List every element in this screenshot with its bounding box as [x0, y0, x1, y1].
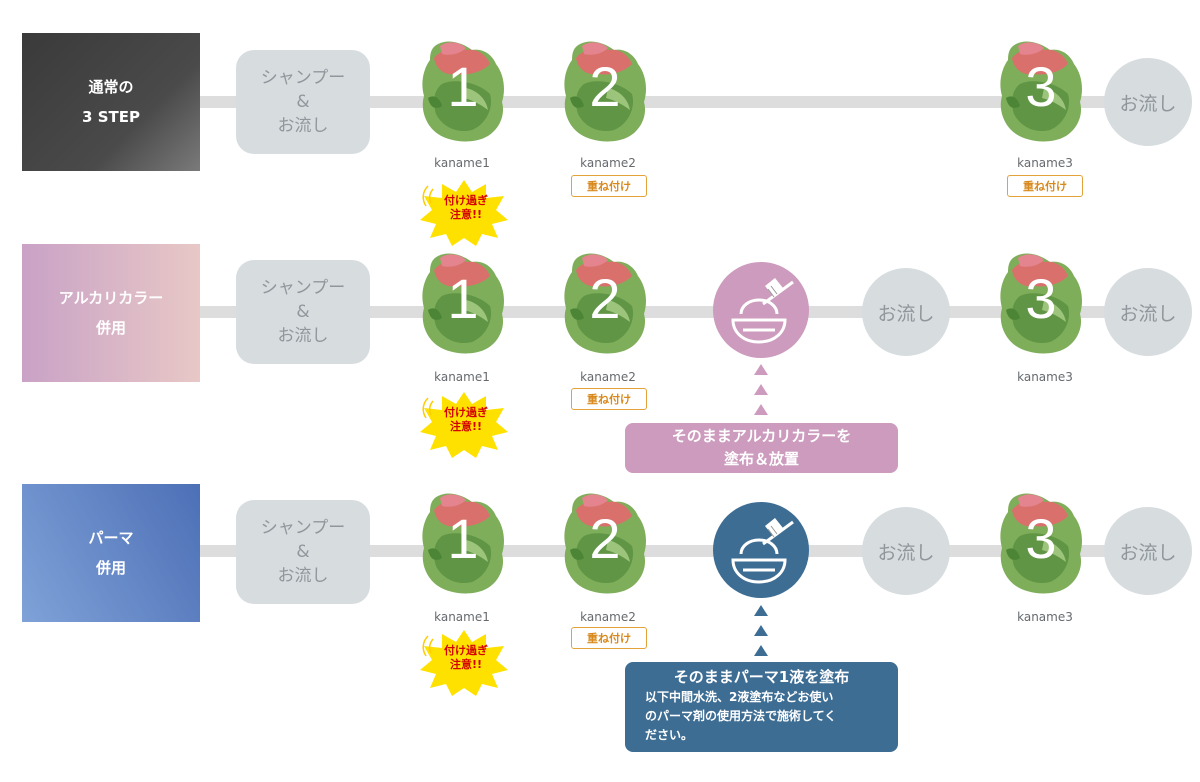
step-number: 2: [589, 55, 621, 118]
step-number: 3: [1025, 267, 1057, 330]
row-standard: 通常の 3 STEP シャンプー & お流し 1 kaname1 付け過ぎ 注意…: [0, 0, 1200, 240]
shampoo-text-3: お流し: [277, 326, 329, 346]
row-label-line1: 通常の: [88, 78, 134, 96]
step-2-blob: 2: [562, 250, 648, 354]
step-2-blob: 2: [562, 38, 648, 142]
rinse-step: お流し: [1104, 507, 1192, 595]
row-label-line2: 併用: [95, 559, 126, 577]
overlay-tag: 重ね付け: [1007, 175, 1083, 197]
rinse-step: お流し: [862, 268, 950, 356]
shampoo-text-3: お流し: [277, 566, 329, 586]
step-number: 3: [1025, 507, 1057, 570]
step-number: 1: [447, 507, 479, 570]
note-line1: 以下中間水洗、2液塗布などお使い: [645, 690, 834, 704]
product-name: kaname1: [434, 610, 490, 624]
note-title: そのままパーマ1液を塗布: [673, 668, 850, 686]
arrow-up-icon: [754, 364, 768, 375]
warning-burst-icon: 付け過ぎ 注意!!: [418, 628, 510, 698]
step-3-blob: 3: [998, 38, 1084, 142]
product-name: kaname3: [1017, 610, 1073, 624]
arrow-up-icon: [754, 384, 768, 395]
rinse-step: お流し: [1104, 58, 1192, 146]
perm-note: そのままパーマ1液を塗布 以下中間水洗、2液塗布などお使い のパーマ剤の使用方法…: [625, 662, 898, 752]
overlay-tag: 重ね付け: [571, 627, 647, 649]
step-1-blob: 1: [420, 38, 506, 142]
rinse-step: お流し: [1104, 268, 1192, 356]
step-3-blob: 3: [998, 250, 1084, 354]
arrow-up-icon: [754, 645, 768, 656]
step-number: 1: [447, 267, 479, 330]
shampoo-step: シャンプー & お流し: [236, 500, 370, 604]
product-name: kaname1: [434, 370, 490, 384]
color-bowl-brush-icon: [713, 262, 809, 358]
shampoo-text-2: &: [296, 302, 310, 322]
step-1-blob: 1: [420, 250, 506, 354]
color-note: そのままアルカリカラーを 塗布＆放置: [625, 423, 898, 473]
product-name: kaname1: [434, 156, 490, 170]
step-number: 1: [447, 55, 479, 118]
warning-text-1: 付け過ぎ: [444, 406, 488, 419]
row-label-line2: 3 STEP: [82, 108, 140, 126]
step-3-blob: 3: [998, 490, 1084, 594]
shampoo-step: シャンプー & お流し: [236, 260, 370, 364]
row-label-line2: 併用: [95, 319, 126, 337]
overlay-tag: 重ね付け: [571, 175, 647, 197]
product-name: kaname3: [1017, 370, 1073, 384]
note-line2: のパーマ剤の使用方法で施術してく: [645, 709, 837, 723]
row-label-alkaline: アルカリカラー 併用: [22, 244, 200, 382]
warning-text-1: 付け過ぎ: [444, 644, 488, 657]
row-label-standard: 通常の 3 STEP: [22, 33, 200, 171]
step-number: 2: [589, 507, 621, 570]
arrow-up-icon: [754, 625, 768, 636]
step-2-blob: 2: [562, 490, 648, 594]
row-alkaline-color: アルカリカラー 併用 シャンプー & お流し 1 kaname1 付け過ぎ 注意…: [22, 244, 1192, 473]
rinse-step: お流し: [862, 507, 950, 595]
warning-text-2: 注意!!: [449, 420, 483, 433]
warning-text-1: 付け過ぎ: [444, 194, 488, 207]
shampoo-text-3: お流し: [277, 116, 329, 136]
row-label-perm: パーマ 併用: [22, 484, 200, 622]
shampoo-text-1: シャンプー: [260, 278, 346, 298]
product-name: kaname3: [1017, 156, 1073, 170]
product-name: kaname2: [580, 610, 636, 624]
arrow-up-icon: [754, 605, 768, 616]
note-line2: 塗布＆放置: [723, 450, 799, 468]
shampoo-text-1: シャンプー: [260, 68, 346, 88]
perm-bowl-brush-icon: [713, 502, 809, 598]
product-name: kaname2: [580, 156, 636, 170]
row-label-line1: アルカリカラー: [58, 289, 164, 307]
shampoo-step: シャンプー & お流し: [236, 50, 370, 154]
arrow-up-icon: [754, 404, 768, 415]
note-line1: そのままアルカリカラーを: [671, 427, 852, 445]
warning-text-2: 注意!!: [449, 208, 483, 221]
row-label-line1: パーマ: [88, 529, 134, 547]
shampoo-text-1: シャンプー: [260, 518, 346, 538]
step-1-blob: 1: [420, 490, 506, 594]
step-number: 3: [1025, 55, 1057, 118]
shampoo-text-2: &: [296, 92, 310, 112]
warning-burst-icon: 付け過ぎ 注意!!: [418, 390, 510, 460]
product-name: kaname2: [580, 370, 636, 384]
note-line3: ださい。: [645, 728, 694, 742]
overlay-tag: 重ね付け: [571, 388, 647, 410]
shampoo-text-2: &: [296, 542, 310, 562]
warning-text-2: 注意!!: [449, 658, 483, 671]
warning-burst-icon: 付け過ぎ 注意!!: [418, 178, 510, 248]
step-number: 2: [589, 267, 621, 330]
